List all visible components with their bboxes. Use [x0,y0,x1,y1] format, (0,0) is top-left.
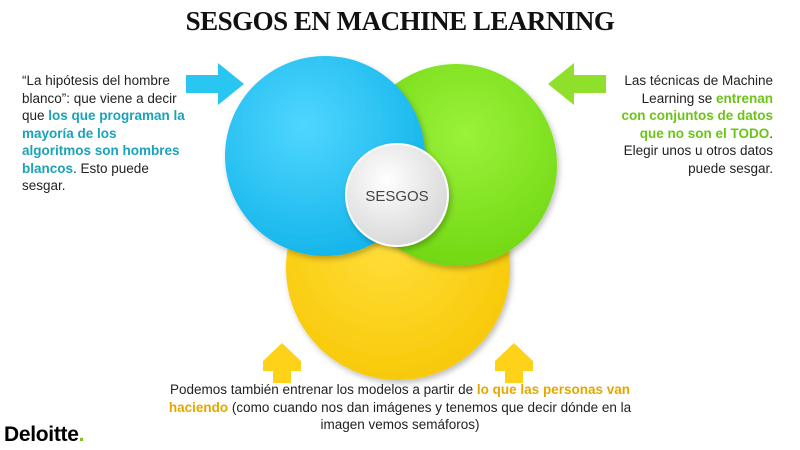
deloitte-logo: Deloitte. [4,423,84,447]
right-description: Las técnicas de Machine Learning se entr… [615,72,773,177]
right-highlight: entrenan con conjuntos de datos que no s… [621,90,773,141]
left-outro: . Esto puede sesgar. [22,160,149,194]
bottom-intro: Podemos también entrenar los modelos a p… [170,382,477,397]
left-description: “La hipótesis del hombre blanco”: que vi… [22,72,187,195]
bottom-highlight: lo que las personas van haciendo [168,382,630,415]
blue-arrow-icon [186,63,244,105]
bottom-outro: (como cuando nos dan imágenes y tenemos … [228,399,632,433]
left-intro: “La hipótesis del hombre blanco”: que vi… [22,73,177,123]
bottom-description: Podemos también entrenar los modelos a p… [150,381,650,434]
left-yellow-arrow-icon [263,343,301,383]
center-label: SESGOS [365,188,428,205]
center-circle [345,143,449,247]
logo-text: Deloitte [4,423,79,446]
right-intro: Las técnicas de Machine Learning se [624,73,773,106]
left-highlight: los que programan la mayoría de los algo… [22,108,185,176]
page-title: SESGOS EN MACHINE LEARNING [185,6,615,36]
logo-dot: . [78,423,85,446]
green-arrow-icon [548,63,606,105]
right-outro: . Elegir unos u otros datos puede sesgar… [623,125,773,176]
right-yellow-arrow-icon [495,343,533,383]
